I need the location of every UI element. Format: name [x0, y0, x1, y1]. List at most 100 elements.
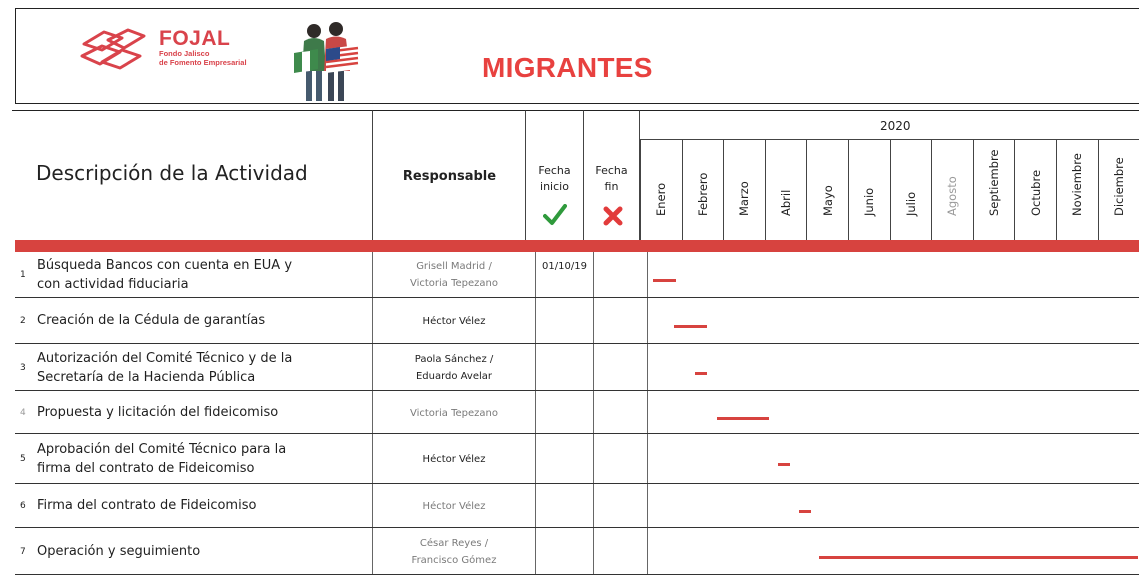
month-label: Enero	[654, 182, 669, 216]
responsible-column-label: Responsable	[402, 169, 497, 184]
month-label: Noviembre	[1070, 153, 1085, 216]
task-responsible-line1: Paola Sánchez /	[414, 353, 494, 365]
task-responsible-line2: Eduardo Avelar	[415, 370, 493, 382]
task-description-cell: 7 Operación y seguimiento	[15, 528, 372, 574]
task-description-line1: Operación y seguimiento	[37, 543, 201, 559]
task-responsible-cell: Héctor Vélez	[372, 298, 535, 343]
task-timeline-cell	[648, 528, 1139, 574]
task-number: 1	[20, 270, 26, 280]
task-end-date-cell	[593, 434, 648, 483]
task-responsible-cell: Héctor Vélez	[372, 484, 535, 527]
task-duration-bar	[798, 510, 812, 513]
month-label: Mayo	[820, 185, 835, 216]
task-duration-bar	[673, 325, 708, 328]
fojal-logo-icon	[80, 28, 146, 70]
month-label: Julio	[903, 191, 918, 216]
logo-subtitle-1: Fondo Jalisco	[159, 49, 210, 58]
task-duration-bar	[777, 463, 791, 466]
task-timeline-cell	[648, 298, 1139, 343]
task-end-date-cell	[593, 528, 648, 574]
task-number: 7	[20, 546, 26, 557]
task-description-line2: firma del contrato de Fideicomiso	[37, 461, 255, 476]
task-end-date-cell	[593, 484, 648, 527]
task-start-date-cell	[535, 528, 593, 574]
task-number: 3	[20, 362, 26, 373]
month-header: Julio	[889, 140, 932, 240]
month-header: Noviembre	[1056, 140, 1098, 240]
month-header: Octubre	[1014, 140, 1056, 240]
month-header: Agosto	[931, 140, 973, 240]
migrants-illustration-icon	[294, 22, 359, 101]
task-row: 7 Operación y seguimiento César Reyes / Fra…	[15, 528, 1139, 575]
task-description-line1: Aprobación del Comité Técnico para la	[37, 442, 287, 457]
task-start-date-cell	[535, 391, 593, 433]
task-timeline-cell	[648, 252, 1139, 297]
month-label: Junio	[862, 187, 877, 216]
header-end-date: Fecha fin	[583, 110, 640, 240]
start-label-line1: Fecha	[538, 164, 571, 177]
task-description-cell: 2 Creación de la Cédula de garantías	[15, 298, 372, 343]
task-timeline-cell	[648, 484, 1139, 527]
task-responsible-cell: Paola Sánchez / Eduardo Avelar	[372, 344, 535, 390]
task-end-date-cell	[593, 391, 648, 433]
task-duration-bar	[694, 371, 708, 375]
month-label: Abril	[779, 189, 794, 216]
year-band: 2020	[640, 110, 1139, 140]
month-header: Febrero	[681, 140, 724, 240]
task-end-date-cell	[593, 298, 648, 343]
task-row: 2 Creación de la Cédula de garantías Hécto…	[15, 298, 1139, 344]
task-timeline-cell	[648, 344, 1139, 390]
start-label-line2: inicio	[540, 180, 569, 193]
year-label: 2020	[880, 119, 911, 133]
month-label: Agosto	[945, 176, 960, 216]
check-icon	[543, 204, 567, 225]
end-label-line1: Fecha	[595, 164, 628, 177]
logo-subtitle-2: de Fomento Empresarial	[159, 58, 247, 67]
task-responsible-line1: Héctor Vélez	[422, 454, 486, 465]
month-header: Mayo	[806, 140, 848, 240]
task-responsible-cell: César Reyes / Francisco Gómez	[372, 528, 535, 574]
header-separator-band	[15, 240, 1139, 252]
task-responsible-line1: Grisell Madrid /	[416, 261, 492, 272]
task-start-date-cell: 01/10/19	[535, 252, 593, 297]
document-header: FOJAL Fondo Jalisco de Fomento Empresari…	[15, 8, 1139, 104]
task-duration-bar	[819, 555, 1138, 559]
task-number: 5	[20, 454, 26, 464]
task-description-line1: Firma del contrato de Fideicomiso	[37, 498, 257, 513]
task-responsible-cell: Héctor Vélez	[372, 434, 535, 483]
task-start-date-cell	[535, 484, 593, 527]
end-label-line2: fin	[604, 180, 619, 193]
month-label: Diciembre	[1111, 157, 1126, 216]
description-column-label: Descripción de la Actividad	[36, 161, 308, 185]
month-header: Enero	[640, 140, 682, 240]
task-responsible-line2: Victoria Tepezano	[409, 278, 499, 289]
task-responsible-line1: Victoria Tepezano	[409, 407, 499, 419]
task-description-line1: Creación de la Cédula de garantías	[37, 313, 266, 328]
task-description-line2: con actividad fiduciaria	[37, 277, 189, 292]
task-timeline-cell	[648, 391, 1139, 433]
task-responsible-line2: Francisco Gómez	[411, 554, 497, 566]
month-header: Abril	[764, 140, 807, 240]
task-start-date-cell	[535, 298, 593, 343]
task-end-date-cell	[593, 252, 648, 297]
task-responsible-line1: César Reyes /	[419, 537, 489, 549]
month-header: Diciembre	[1097, 140, 1139, 240]
month-header: Septiembre	[972, 140, 1015, 240]
task-start-date-cell	[535, 434, 593, 483]
month-label: Febrero	[695, 172, 710, 216]
task-start-date: 01/10/19	[542, 261, 587, 272]
task-number: 2	[20, 316, 26, 326]
task-number: 4	[20, 407, 26, 418]
month-label: Septiembre	[987, 149, 1002, 216]
month-header: Junio	[848, 140, 890, 240]
header-responsible: Responsable	[372, 110, 525, 240]
month-label: Marzo	[737, 181, 752, 216]
task-duration-bar	[653, 279, 676, 282]
task-responsible-line1: Héctor Vélez	[422, 501, 486, 512]
logo-name: FOJAL	[159, 27, 231, 50]
